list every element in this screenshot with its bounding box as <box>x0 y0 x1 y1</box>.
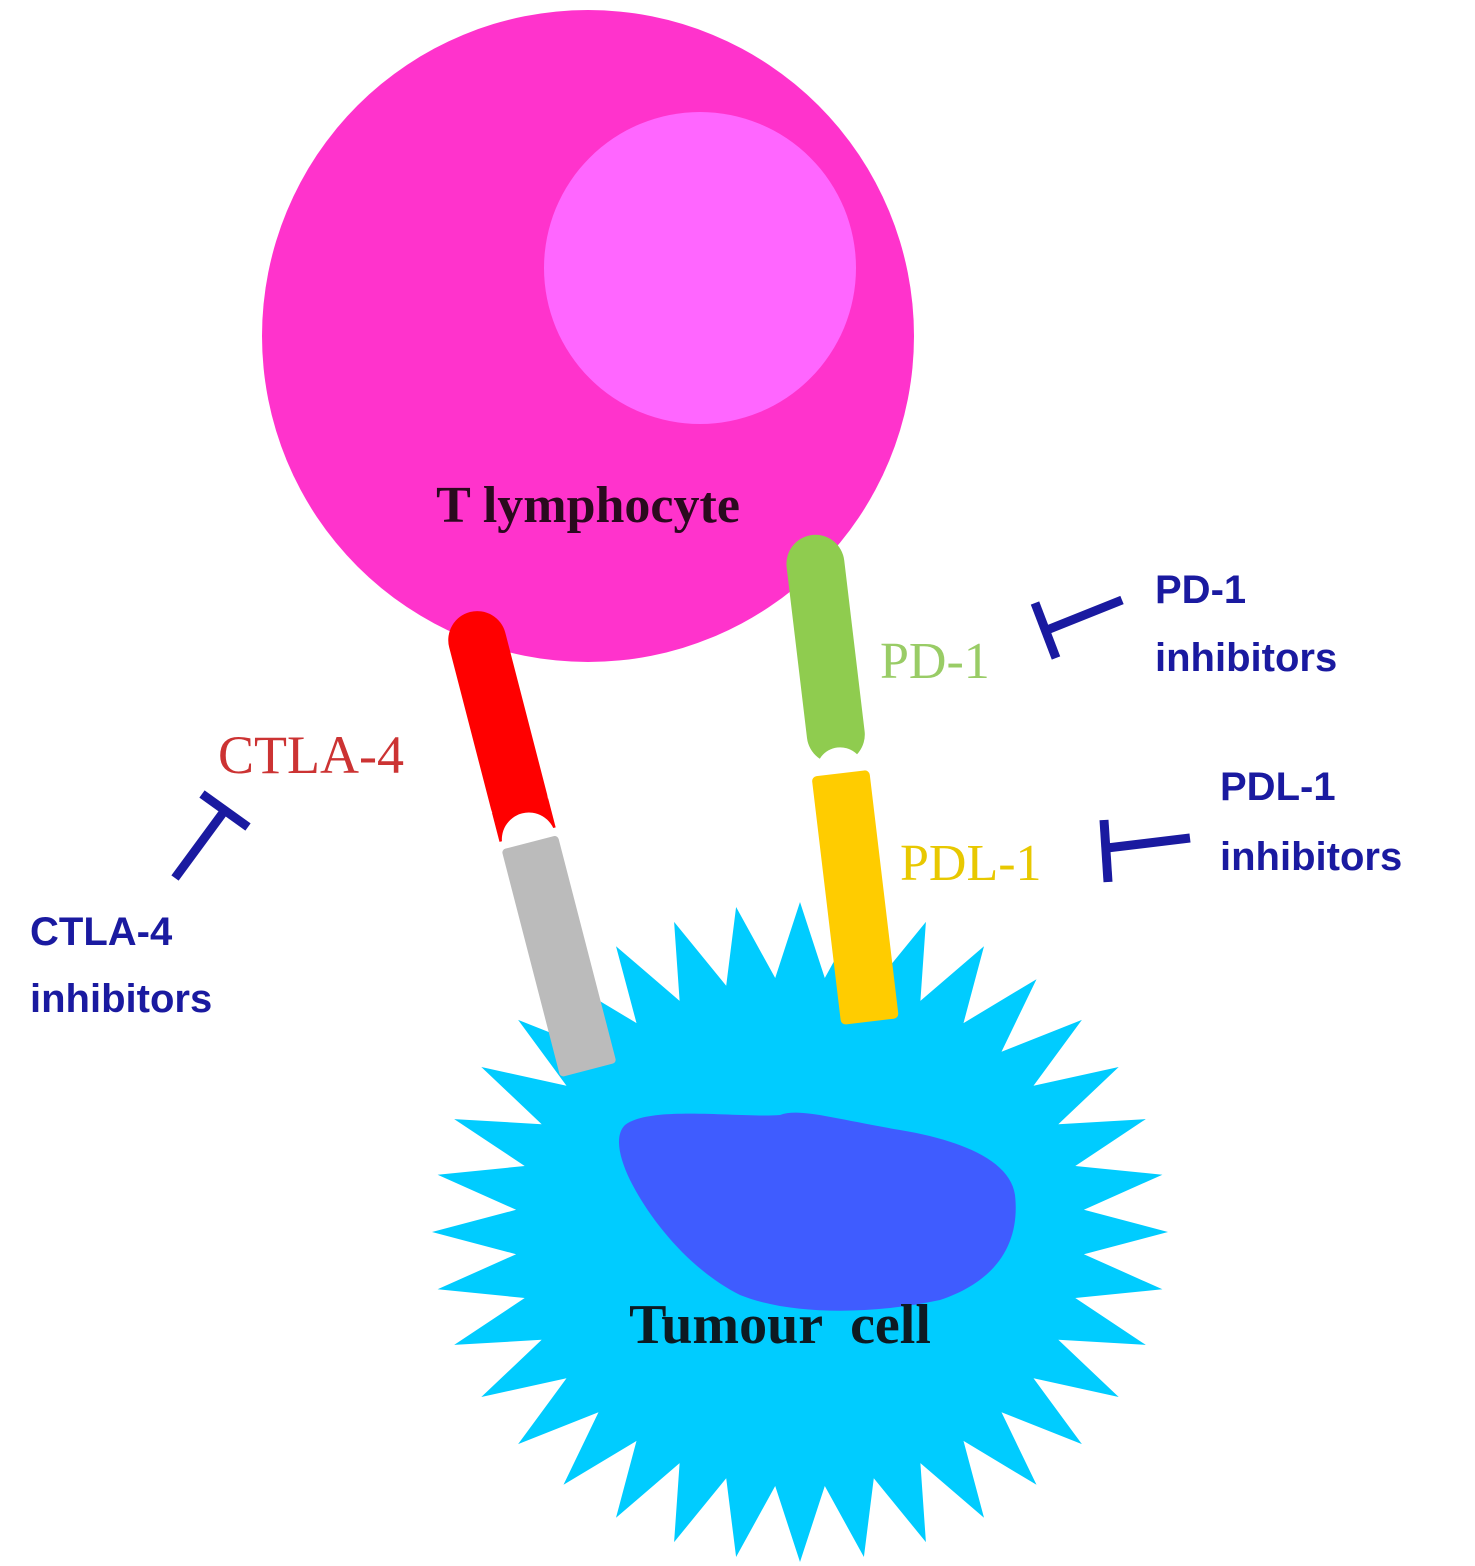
pd1-receptor <box>786 534 865 764</box>
ctla4-receptor-pair <box>448 611 616 1077</box>
ctla4-inhibitors-label-line1: CTLA-4 <box>30 910 173 954</box>
pdl1-inhibitors-label-line1: PDL-1 <box>1220 765 1336 809</box>
tumour-cell-label: Tumour cell <box>629 1294 931 1356</box>
pdl1-ligand <box>812 770 899 1025</box>
tumour-nucleus <box>618 1112 1016 1311</box>
ctla4-inhibition-symbol <box>171 790 251 881</box>
pd1-inhibitors-label-line1: PD-1 <box>1155 568 1246 612</box>
pd1-pdl1-pair <box>786 534 899 1025</box>
ctla4-binding-site <box>501 812 555 847</box>
ctla4-inhibitors-label-line2: inhibitors <box>30 977 212 1021</box>
t-lymphocyte-label: T lymphocyte <box>436 477 740 534</box>
ctla4-receptor <box>448 611 549 831</box>
t-lymphocyte-nucleus <box>544 112 856 424</box>
ctla4-label: CTLA-4 <box>218 725 404 785</box>
pdl1-inhibitors-label-line2: inhibitors <box>1220 835 1402 879</box>
pd1-label: PD-1 <box>880 633 990 690</box>
pdl1-label: PDL-1 <box>900 835 1042 892</box>
pd1-inhibitors-label-line2: inhibitors <box>1155 636 1337 680</box>
ctla4-ligand <box>502 836 616 1077</box>
pd1-inhibition-symbol <box>1030 595 1124 660</box>
pd1-binding-site <box>816 747 865 775</box>
pdl1-inhibition-symbol <box>1099 819 1191 883</box>
